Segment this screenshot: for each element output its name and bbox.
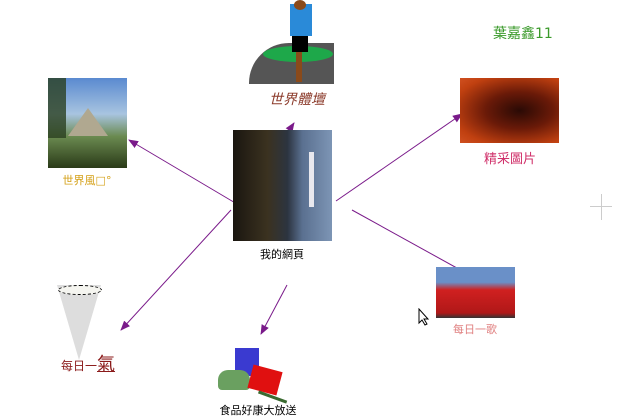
pyramid-photo[interactable]	[48, 78, 127, 168]
node-label-food[interactable]: 食品好康大放送	[219, 404, 297, 417]
node-label-song[interactable]: 每日一歌	[453, 323, 497, 336]
arrow-to-pictures	[335, 113, 463, 202]
fastfood-clipart[interactable]	[218, 332, 302, 404]
page-title: 葉嘉鑫11	[493, 26, 553, 42]
guards-photo[interactable]	[436, 267, 515, 318]
node-label-pictures[interactable]: 精采圖片	[483, 152, 537, 167]
node-label-weather[interactable]: 每日一氣	[61, 350, 115, 376]
runner-clipart[interactable]	[249, 0, 334, 84]
mouse-cursor-icon	[418, 308, 430, 326]
tornado-clipart[interactable]	[57, 285, 119, 370]
weather-label-prefix: 每日一	[61, 359, 98, 373]
arrow-to-food	[260, 284, 288, 335]
washington-monument-photo[interactable]	[233, 130, 332, 241]
canyon-photo[interactable]	[460, 78, 559, 143]
node-label-sports[interactable]: 世界體壇	[269, 92, 325, 108]
crosshair-icon-vertical	[601, 194, 602, 220]
weather-label-big: 氣	[97, 354, 116, 375]
arrow-to-weather	[120, 209, 232, 331]
center-label[interactable]: 我的網頁	[260, 248, 304, 261]
arrow-to-scenery	[128, 139, 238, 205]
node-label-scenery[interactable]: 世界風□°	[62, 174, 112, 187]
